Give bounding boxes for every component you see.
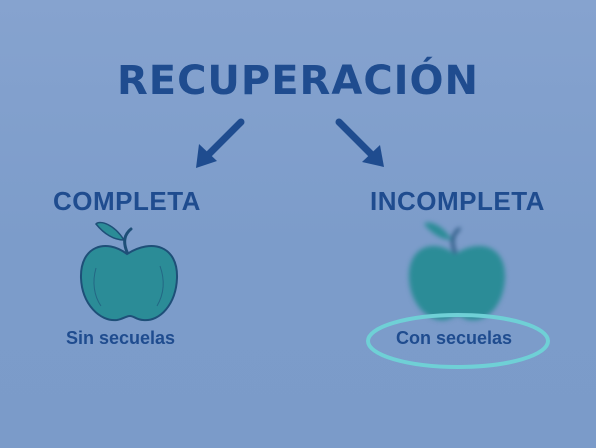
diagram-title: RECUPERACIÓN <box>116 58 480 104</box>
caption-sin-secuelas: Sin secuelas <box>66 328 176 348</box>
blurred-apple-icon <box>408 222 506 321</box>
caption-con-secuelas: Con secuelas <box>396 328 513 348</box>
apple-icon <box>79 221 179 322</box>
highlight-ring <box>366 313 550 369</box>
heading-completa: COMPLETA <box>53 186 201 216</box>
heading-incompleta: INCOMPLETA <box>370 186 545 216</box>
arrow-left-icon <box>196 118 245 168</box>
arrow-right-icon <box>335 118 384 167</box>
